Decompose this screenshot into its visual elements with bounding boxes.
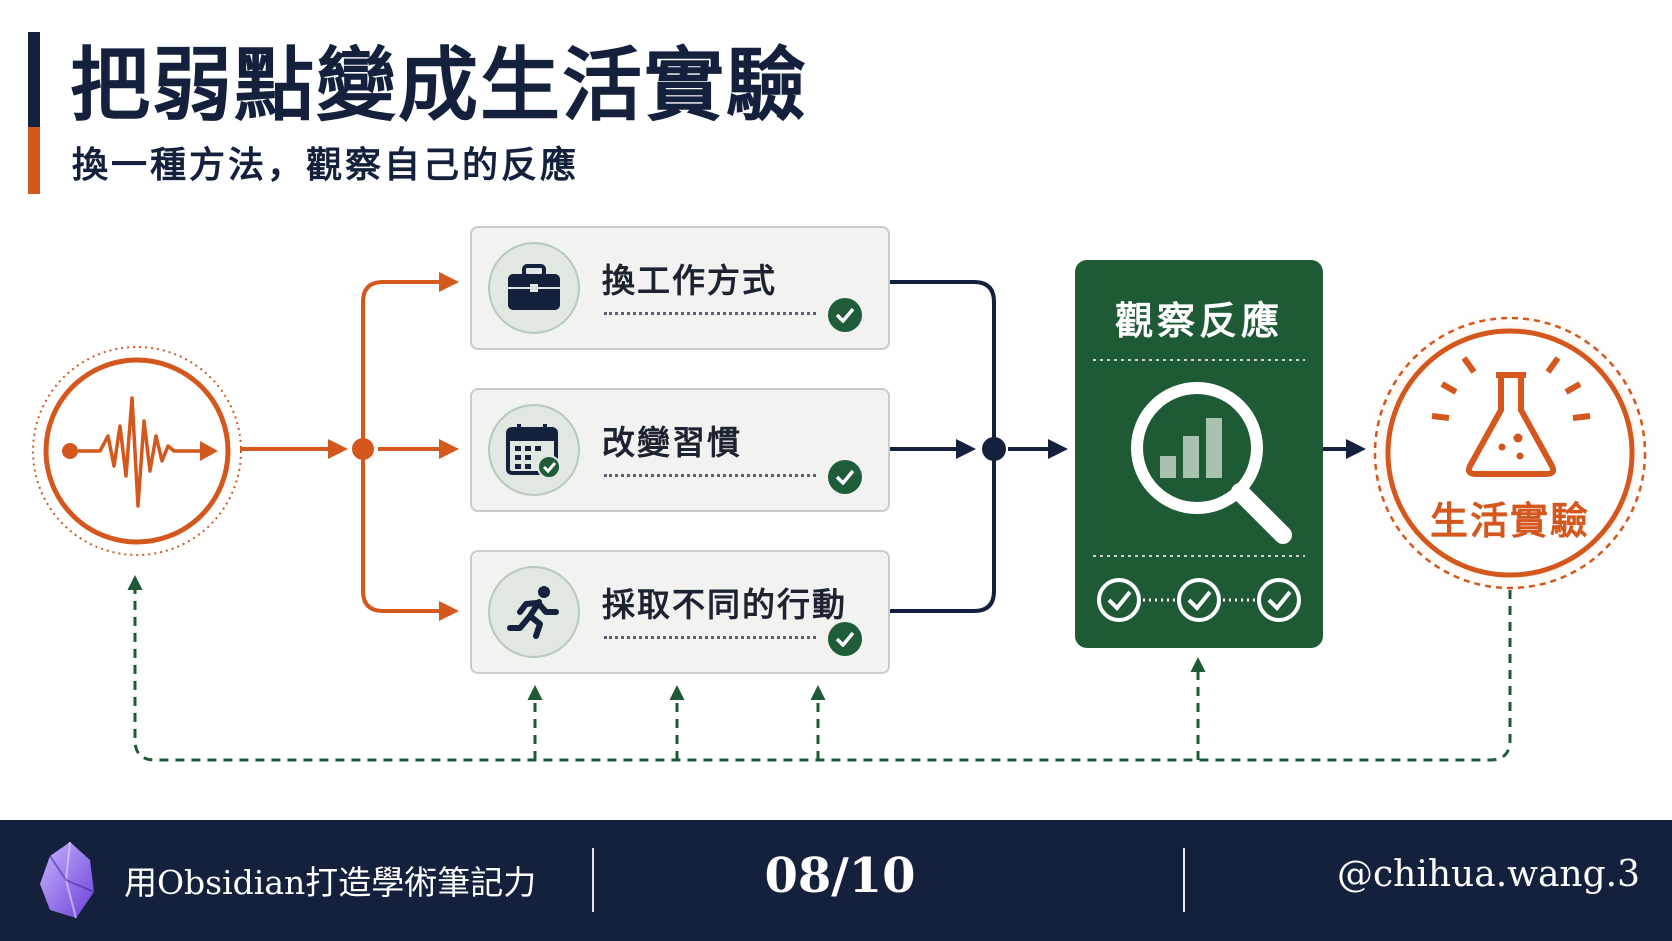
check-icon: [828, 622, 862, 656]
option-label-2: 改變習慣: [602, 423, 742, 462]
check-icon: [828, 298, 862, 332]
page-title: 把弱點變成生活實驗: [70, 38, 808, 132]
check-icon: [828, 460, 862, 494]
merge-lines: [890, 280, 1366, 613]
magnifier-chart-icon: [1131, 382, 1292, 544]
result-label: 生活實驗: [1430, 499, 1591, 543]
running-person-icon: [488, 566, 580, 658]
option-card-1[interactable]: 換工作方式: [470, 226, 890, 350]
option-label-1: 換工作方式: [602, 261, 777, 300]
option-label-3: 採取不同的行動: [602, 585, 847, 624]
author-handle: @chihua.wang.3: [1337, 854, 1640, 895]
calendar-check-icon: [488, 404, 580, 496]
obsidian-logo-icon: [40, 841, 95, 919]
divider: [1183, 848, 1185, 912]
waveform-icon: [62, 396, 218, 508]
feedback-loop: [127, 575, 1512, 762]
option-card-2[interactable]: 改變習慣: [470, 388, 890, 512]
footer-app-name: 用Obsidian打造學術筆記力: [124, 863, 537, 902]
start-node: [32, 346, 242, 556]
dotted-line: [604, 312, 816, 315]
page-subtitle: 換一種方法，觀察自己的反應: [72, 145, 580, 186]
branch-lines: [240, 272, 459, 621]
option-card-3[interactable]: 採取不同的行動: [470, 550, 890, 674]
branch-node: [352, 438, 374, 460]
observe-title: 觀察反應: [1114, 299, 1283, 343]
merge-node: [982, 437, 1006, 461]
divider: [592, 848, 594, 912]
dotted-line: [604, 474, 816, 477]
footer-bar: 用Obsidian打造學術筆記力 08/10 @chihua.wang.3: [0, 820, 1672, 941]
accent-bar-top: [28, 32, 40, 127]
observe-panel: 觀察反應: [1075, 260, 1323, 648]
flask-icon: [1431, 356, 1591, 477]
briefcase-icon: [488, 242, 580, 334]
page-number: 08/10: [764, 848, 916, 904]
result-node: [1360, 303, 1660, 603]
accent-bar-bottom: [28, 127, 40, 194]
check-sequence: [1097, 578, 1301, 622]
dotted-line: [604, 636, 816, 639]
